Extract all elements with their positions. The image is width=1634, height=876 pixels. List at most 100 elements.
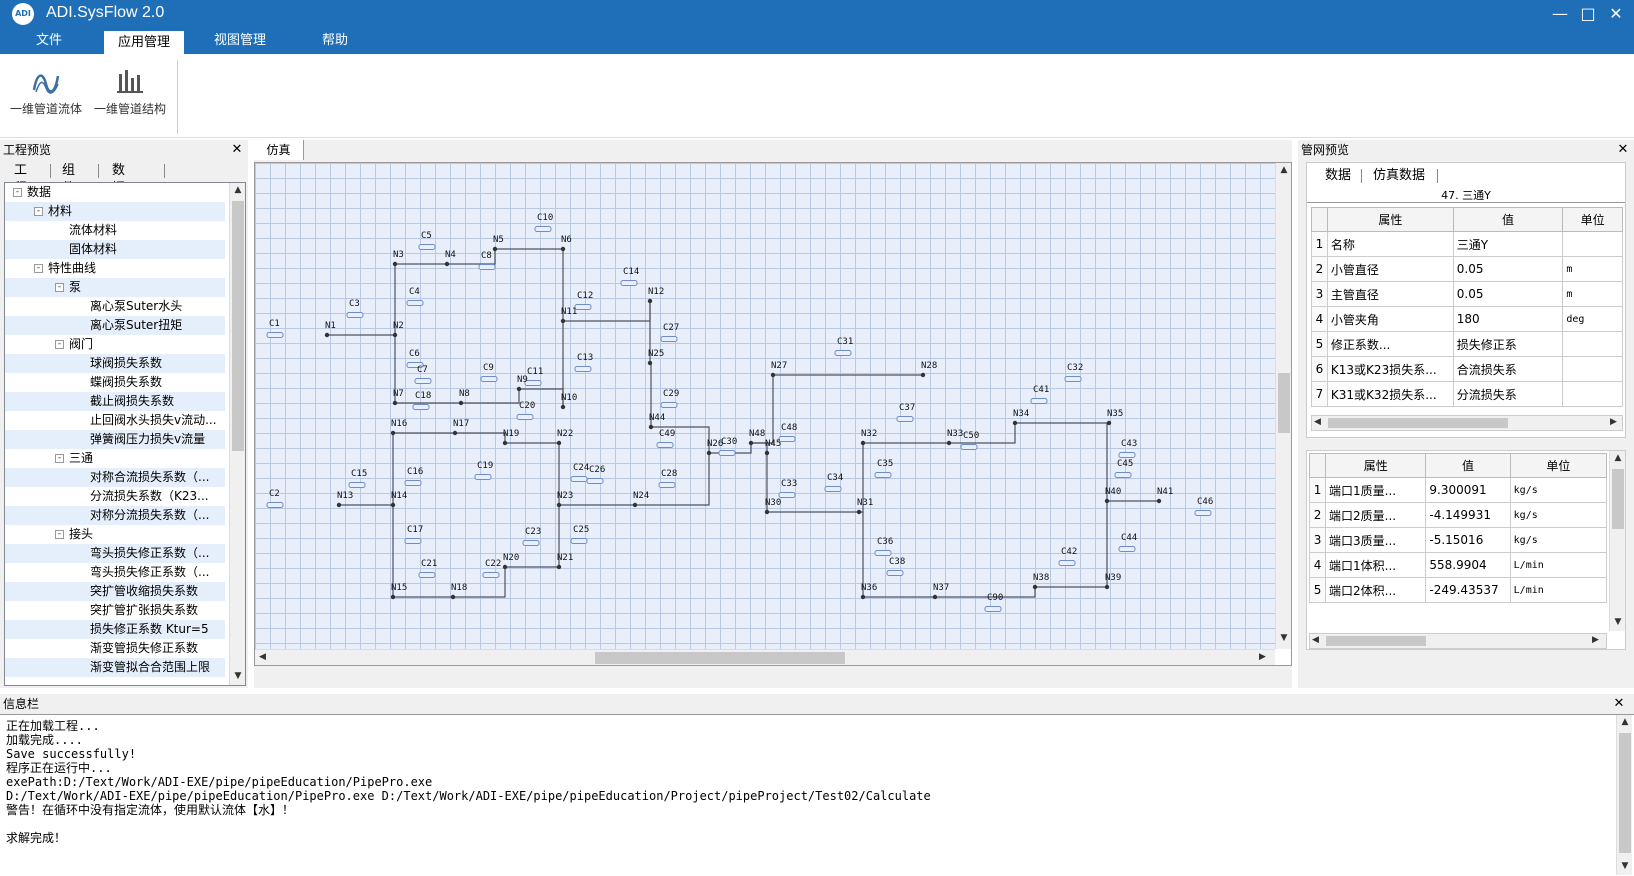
pipe-component[interactable] (984, 606, 1002, 612)
pipe-component[interactable] (658, 482, 676, 488)
tab-simulation[interactable]: 仿真 (254, 140, 304, 160)
pipe-node[interactable] (748, 440, 754, 446)
pipe-node[interactable] (392, 400, 398, 406)
pipe-segment[interactable] (651, 426, 710, 453)
tree-item[interactable]: 突扩管扩张损失系数 (5, 601, 225, 620)
tab-project[interactable]: 工程 (14, 163, 28, 196)
pipe-component[interactable] (778, 436, 796, 442)
pipe-node[interactable] (647, 298, 653, 304)
pipe-node[interactable] (946, 440, 952, 446)
pipe-component[interactable] (834, 350, 852, 356)
collapse-toggle-icon[interactable]: - (55, 340, 64, 349)
menu-file[interactable]: 文件 (35, 33, 62, 48)
pipe-component[interactable] (480, 376, 498, 382)
pipe-structure-button[interactable]: 一维管道结构 (88, 62, 172, 132)
pipe-node[interactable] (452, 430, 458, 436)
tree-item[interactable]: -材料 (5, 202, 225, 221)
pipe-component[interactable] (1118, 546, 1136, 552)
pipe-component[interactable] (522, 540, 540, 546)
pipe-node[interactable] (706, 450, 712, 456)
pipe-segment[interactable] (453, 567, 506, 598)
tree-item[interactable]: 分流损失系数（K23... (5, 487, 225, 506)
minimize-button[interactable]: — (1552, 4, 1568, 23)
pipe-node[interactable] (556, 564, 562, 570)
pipe-component[interactable] (418, 572, 436, 578)
pipe-component[interactable] (656, 442, 674, 448)
pipe-node[interactable] (647, 360, 653, 366)
scroll-up-icon[interactable]: ▲ (234, 185, 242, 195)
tree-item[interactable]: 对称分流损失系数（... (5, 506, 225, 525)
pipe-node[interactable] (1032, 584, 1038, 590)
pipe-node[interactable] (560, 404, 566, 410)
pipe-component[interactable] (1064, 376, 1082, 382)
pipe-component[interactable] (620, 280, 638, 286)
scroll-up-icon[interactable]: ▲ (1614, 453, 1622, 463)
pipe-node[interactable] (860, 440, 866, 446)
tree-item[interactable]: 球阀损失系数 (5, 354, 225, 373)
pipe-network-diagram[interactable] (255, 163, 1275, 649)
pipe-component[interactable] (718, 450, 736, 456)
pipe-node[interactable] (444, 261, 450, 267)
pipe-component[interactable] (266, 502, 284, 508)
pipe-node[interactable] (502, 564, 508, 570)
pipe-node[interactable] (770, 372, 776, 378)
pipe-node[interactable] (632, 502, 638, 508)
tab-data[interactable]: 数据 (1325, 168, 1352, 183)
close-icon[interactable]: ✕ (231, 142, 243, 157)
scroll-right-icon[interactable]: ▶ (1259, 652, 1266, 662)
pipe-segment[interactable] (519, 388, 564, 407)
pipe-node[interactable] (450, 594, 456, 600)
cell-value[interactable]: -4.149931 (1425, 502, 1511, 528)
pipe-segment[interactable] (455, 432, 506, 443)
pipe-node[interactable] (390, 430, 396, 436)
pipe-component[interactable] (482, 572, 500, 578)
pipe-node[interactable] (764, 509, 770, 515)
tree-item[interactable]: 流体材料 (5, 221, 225, 240)
pipe-node[interactable] (1156, 498, 1162, 504)
pipe-node[interactable] (1106, 420, 1112, 426)
pipe-node[interactable] (556, 502, 562, 508)
tree-item[interactable]: -接头 (5, 525, 225, 544)
results-hscrollbar[interactable]: ◀ ▶ (1309, 633, 1607, 649)
pipe-component[interactable] (348, 482, 366, 488)
tree-item[interactable]: 离心泵Suter扭矩 (5, 316, 225, 335)
close-icon[interactable]: ✕ (1613, 696, 1625, 711)
pipe-component[interactable] (524, 380, 542, 386)
pipe-segment[interactable] (949, 423, 1016, 444)
pipe-component[interactable] (534, 226, 552, 232)
collapse-toggle-icon[interactable]: - (13, 188, 22, 197)
pipe-component[interactable] (896, 416, 914, 422)
menu-help[interactable]: 帮助 (321, 33, 348, 48)
results-vscrollbar[interactable]: ▲ ▼ (1609, 451, 1625, 631)
tree-item[interactable]: -特性曲线 (5, 259, 225, 278)
cell-value[interactable]: 558.9904 (1425, 552, 1511, 578)
pipe-node[interactable] (324, 332, 330, 338)
tree-item[interactable]: -阀门 (5, 335, 225, 354)
tree-item[interactable]: 固体材料 (5, 240, 225, 259)
pipe-node[interactable] (390, 502, 396, 508)
cell-value[interactable]: -249.43537 (1425, 577, 1511, 603)
pipe-component[interactable] (570, 538, 588, 544)
pipe-node[interactable] (856, 509, 862, 515)
pipe-component[interactable] (404, 538, 422, 544)
scroll-right-icon[interactable]: ▶ (1610, 417, 1617, 427)
collapse-toggle-icon[interactable]: - (55, 454, 64, 463)
cell-value[interactable]: -5.15016 (1425, 527, 1511, 553)
pipe-node[interactable] (1012, 420, 1018, 426)
tree-item[interactable]: -泵 (5, 278, 225, 297)
log-output[interactable]: 正在加载工程...加载完成....Save successfully!程序正在运… (0, 714, 1634, 876)
scroll-left-icon[interactable]: ◀ (1314, 417, 1321, 427)
pipe-component[interactable] (404, 480, 422, 486)
tree-item[interactable]: 弹簧阀压力损失v流量 (5, 430, 225, 449)
pipe-node[interactable] (560, 246, 566, 252)
pipe-component[interactable] (960, 444, 978, 450)
tab-components[interactable]: 组件 (62, 163, 76, 196)
